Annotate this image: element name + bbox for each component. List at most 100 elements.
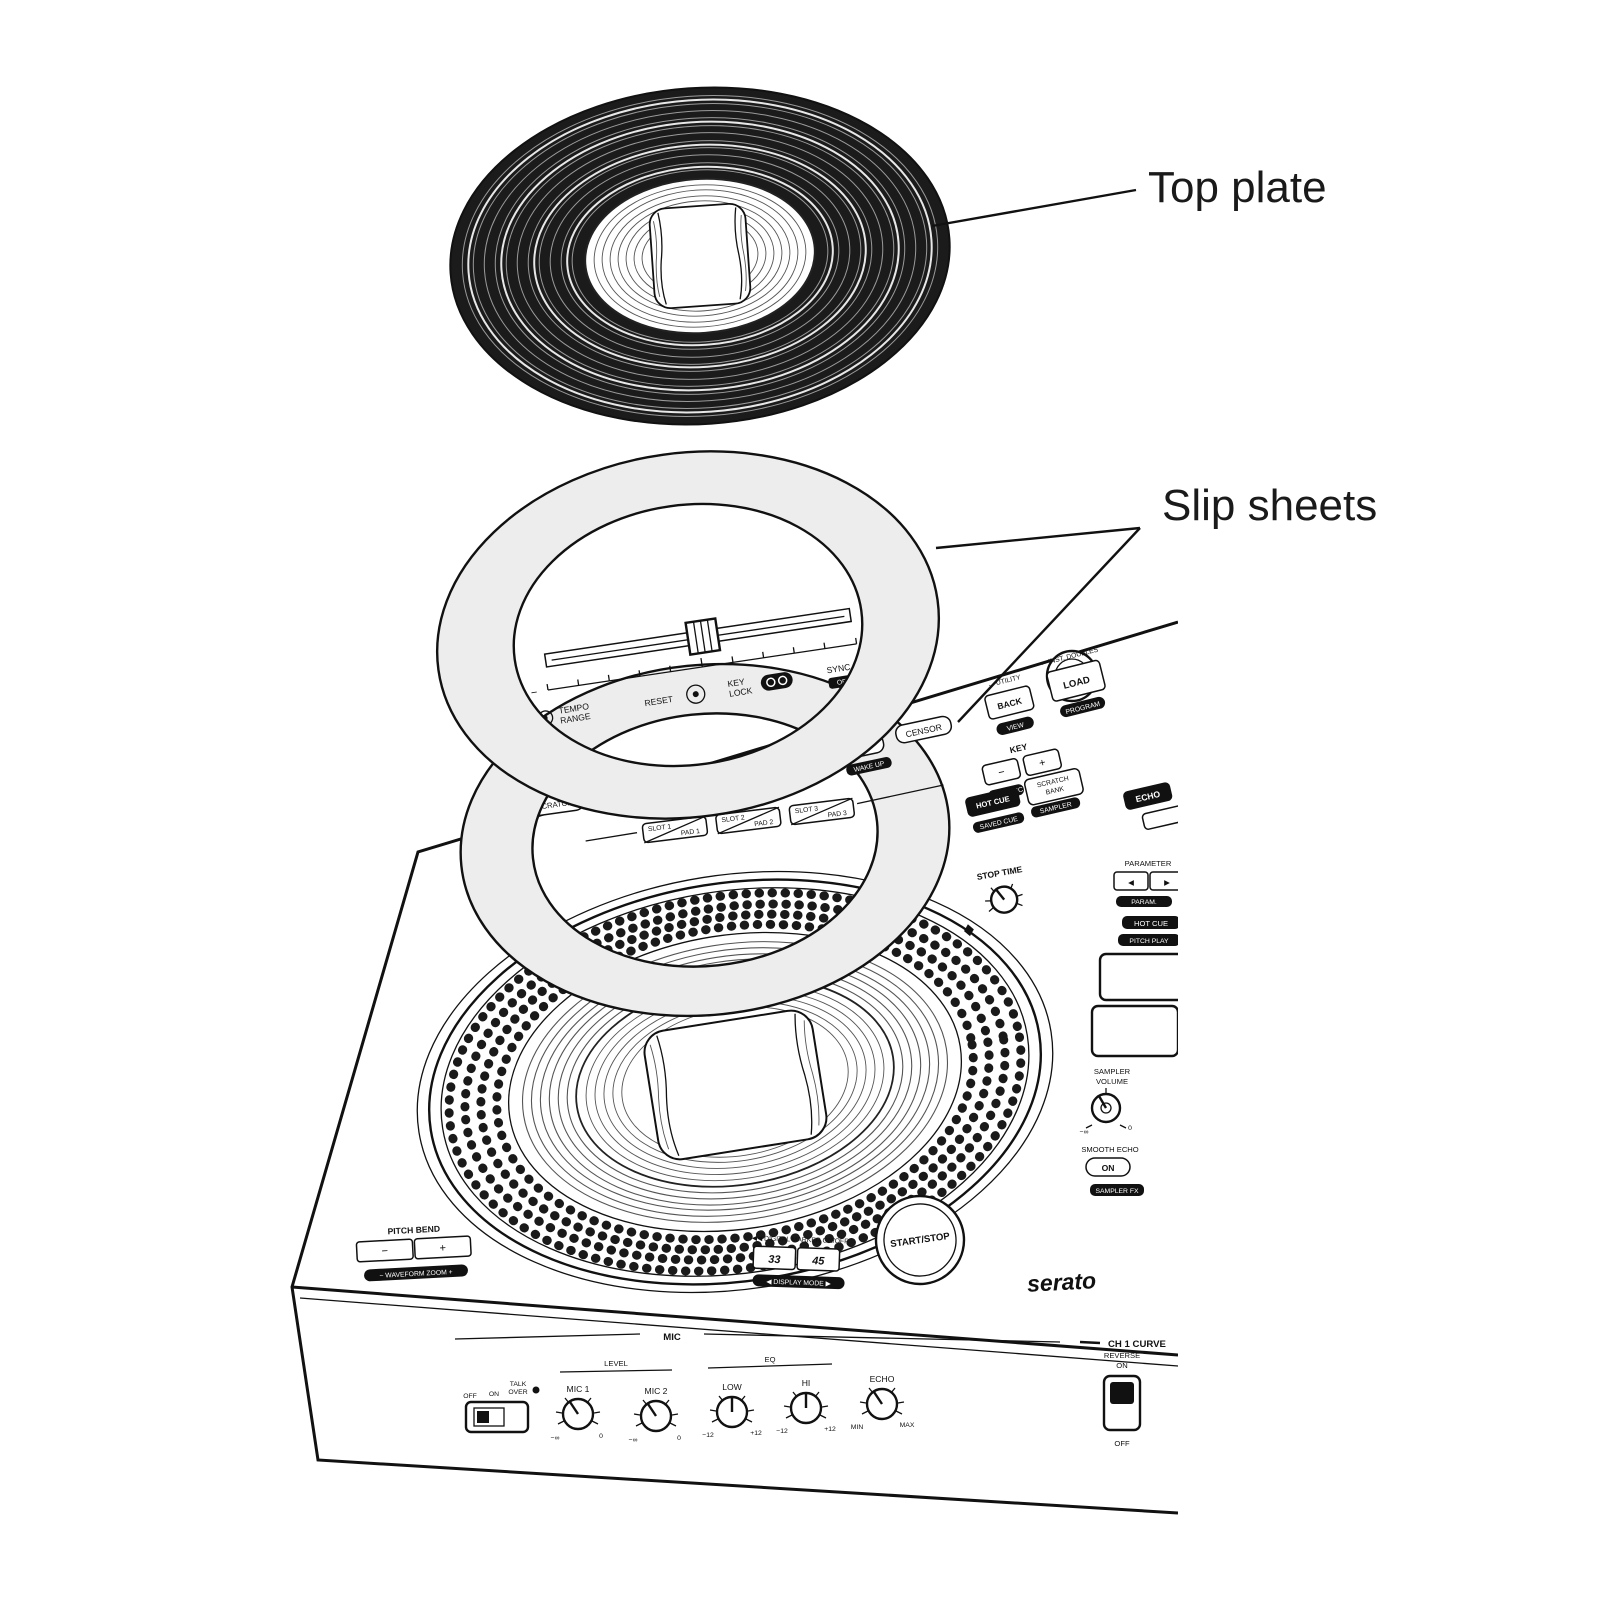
slot3-divider: [790, 797, 853, 826]
mic-section-label: MIC: [663, 1332, 681, 1343]
key-lock-icon: [766, 677, 776, 688]
level-rule: [559, 1369, 673, 1373]
load-shift-box: [1060, 696, 1106, 718]
strobe-dot-ring: [492, 919, 978, 1245]
min-mark: −12: [776, 1428, 788, 1435]
scratch-bank-button: [1023, 768, 1084, 806]
talkover-off-label: OFF: [463, 1393, 477, 1400]
pitch-play-box: [1118, 934, 1178, 946]
tempo-label: TEMPO: [558, 701, 590, 716]
slot-buttons-row: SLOT 1 PAD 1 SLOT 2 PAD 2 SLOT 3 PAD 3: [585, 784, 944, 844]
ch1-curve-label: CH 1 CURVE: [1108, 1339, 1167, 1350]
load-button: [1046, 659, 1106, 702]
pad3-label: PAD 3: [827, 810, 847, 819]
deck-top-controls: − + TEMPO RANGE RESET KEY LOCK SYNC OFF: [530, 607, 1178, 844]
scratch-bank-label-2: BANK: [1045, 786, 1065, 797]
slot1-label: SLOT 1: [648, 823, 672, 833]
param-shift-label: PARAM.: [1131, 899, 1157, 906]
start-stop-button: [874, 1194, 966, 1286]
groove: [516, 132, 884, 380]
knob-ticks: [783, 1391, 829, 1419]
groove: [571, 169, 829, 343]
slip-sheet-ring: [437, 451, 939, 819]
zero-mark: 0: [1128, 1125, 1132, 1132]
view-box: [996, 716, 1034, 735]
sampler-fx-box: [1090, 1184, 1144, 1196]
panel-seam-line: [585, 832, 638, 842]
talkover-switch: [464, 1400, 530, 1434]
low-label: LOW: [722, 1382, 742, 1392]
strobe-dot-ring: [476, 909, 994, 1255]
max-mark: +12: [750, 1430, 762, 1437]
right-arrow-icon: ▶: [1164, 878, 1171, 887]
param-shift-box: [1116, 896, 1172, 907]
browse-buttons: ← UTILITY BACK VIEW ← INST. DOUBLES LOAD…: [984, 647, 1106, 735]
slip-sheet-inner-edge: [512, 502, 864, 768]
slot2-divider: [717, 806, 780, 835]
cropped-fx-button: [1141, 804, 1178, 830]
slip-sheet-upper: [435, 450, 941, 820]
stop-time-ticks: [985, 883, 1023, 912]
hi-knob-group: HI −12 +12: [776, 1378, 836, 1435]
digital-marker-control: ◀◀ DIGITAL MARKER ON/OFF 33 45 ◀ DISPLAY…: [752, 1235, 848, 1290]
slot2-label: SLOT 2: [721, 814, 745, 824]
pad1-label: PAD 1: [680, 828, 700, 837]
min-mark: MIN: [851, 1424, 864, 1431]
tempo-row: TEMPO RANGE RESET KEY LOCK SYNC OFF: [537, 662, 859, 726]
serato-logo: serato: [1026, 1267, 1096, 1297]
parameter-right-button: [1149, 871, 1178, 891]
groove-band: [467, 98, 933, 414]
sampler-fx-label: SAMPLER FX: [1095, 1188, 1139, 1195]
pitch-bend-minus-button: [355, 1238, 414, 1263]
groove: [527, 140, 873, 372]
sampler-shift-box: [1031, 797, 1081, 818]
knob-pointer: [569, 1401, 579, 1415]
sampler-volume-label-2: VOLUME: [1096, 1077, 1128, 1086]
mic1-label: MIC 1: [567, 1384, 590, 1394]
reset-button-dot: [692, 691, 699, 698]
sync-label: SYNC: [826, 662, 851, 676]
slot3-label: SLOT 3: [795, 805, 819, 815]
echo-knob-group: ECHO MIN MAX: [851, 1374, 915, 1431]
mic2-knob-group: MIC 2 −∞ 0: [629, 1386, 682, 1444]
panel-seam-line: [856, 784, 944, 805]
wake-up-box: [846, 757, 892, 776]
smooth-echo-on-label: ON: [1102, 1163, 1115, 1173]
pitch-play-label: PITCH PLAY: [1129, 938, 1169, 945]
vinyl-groove: [548, 958, 922, 1206]
front-panel: MIC CH 1 CURVE OFF ON TALK OVER LEVEL MI…: [454, 1332, 1167, 1448]
groove: [560, 162, 840, 350]
sampler-volume-pointer: [1097, 1095, 1108, 1109]
key-plus-label: +: [1038, 757, 1047, 770]
button-33: [752, 1245, 797, 1271]
slip-sheets-callout-line-upper: [935, 526, 1141, 550]
mic2-label: MIC 2: [645, 1386, 668, 1396]
cutout-texture: [649, 1020, 820, 1150]
button-45: [796, 1247, 841, 1272]
tempo-slider: − +: [530, 607, 874, 700]
slider-minus: −: [530, 687, 538, 700]
knob-ticks: [633, 1399, 679, 1427]
talkover-on-label: ON: [489, 1391, 499, 1398]
slot1-divider: [644, 815, 706, 844]
min-mark: −∞: [551, 1435, 560, 1442]
fader-ridges: [692, 619, 713, 654]
deck-front-edge-inner: [299, 1297, 1178, 1367]
slider-ticks: [546, 637, 858, 691]
talkover-switch-knob: [477, 1411, 489, 1423]
back-button: [984, 685, 1035, 720]
pitch-bend-plus-label: +: [439, 1242, 446, 1254]
range-label: RANGE: [559, 711, 591, 726]
waveform-zoom-box: [364, 1264, 468, 1282]
display-mode-box: [752, 1274, 845, 1290]
slip-sheet-inner-edge: [531, 712, 879, 968]
reverse-switch-knob: [1110, 1382, 1134, 1404]
slip-sheet-outer-edge: [435, 450, 941, 820]
echo-label: ECHO: [870, 1374, 895, 1384]
start-stop-control: START/STOP: [874, 1194, 966, 1286]
groove: [461, 95, 939, 417]
slip-sheets-callout-line-lower: [957, 527, 1141, 723]
spindle-cutout: [643, 1009, 828, 1161]
